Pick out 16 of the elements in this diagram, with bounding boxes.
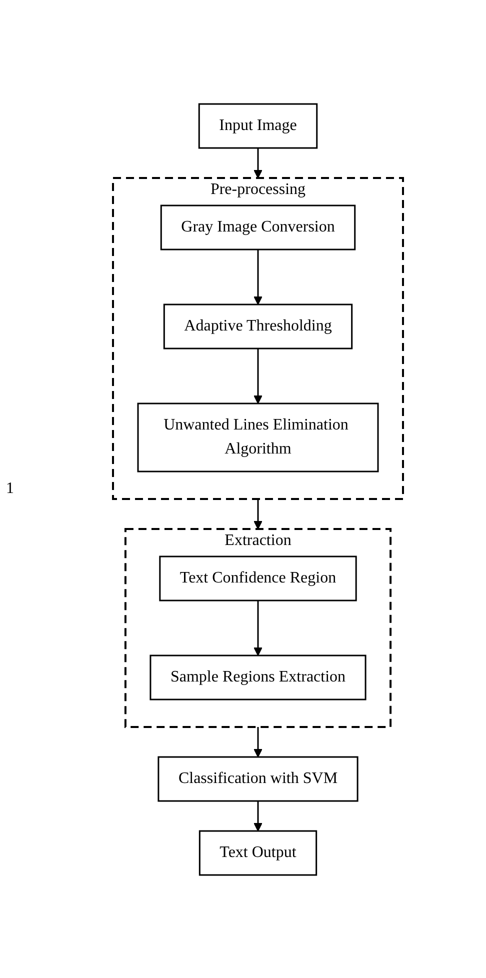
node-box: Input Image (198, 102, 318, 148)
arrow (254, 498, 262, 529)
node-box: Sample Regions Extraction (150, 654, 366, 700)
arrow (254, 726, 262, 757)
arrow (254, 800, 262, 831)
node-box: Gray Image Conversion (160, 204, 356, 250)
node-box: Classification with SVM (158, 756, 358, 802)
node-box: Text Output (198, 830, 318, 876)
node-box: Text Confidence Region (159, 555, 357, 601)
arrow (254, 600, 262, 656)
arrow (254, 148, 262, 178)
node-box: Unwanted Lines Elimination Algorithm (137, 402, 379, 472)
side-label: 1 (6, 480, 15, 498)
arrow (254, 249, 262, 304)
arrow (254, 348, 262, 404)
node-box: Adaptive Thresholding (163, 303, 353, 349)
